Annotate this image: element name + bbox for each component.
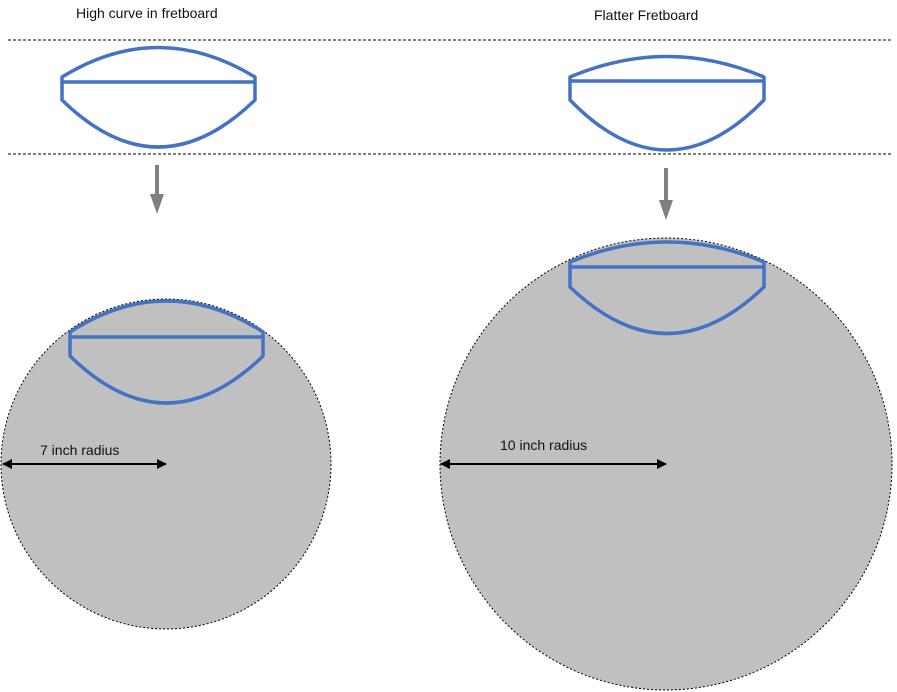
high-curve-fretboard-profile — [60, 45, 257, 149]
ten-inch-radius-label: 10 inch radius — [500, 437, 588, 453]
flat-fretboard-in-circle — [568, 240, 766, 336]
down-arrow-left — [150, 165, 164, 214]
flatter-title: Flatter Fretboard — [594, 7, 699, 23]
seven-inch-radius-label: 7 inch radius — [40, 442, 120, 458]
flat-fretboard-profile — [568, 54, 766, 152]
high-curve-fretboard-in-circle — [68, 299, 265, 405]
down-arrow-right — [659, 168, 673, 220]
high-curve-title: High curve in fretboard — [76, 5, 218, 21]
